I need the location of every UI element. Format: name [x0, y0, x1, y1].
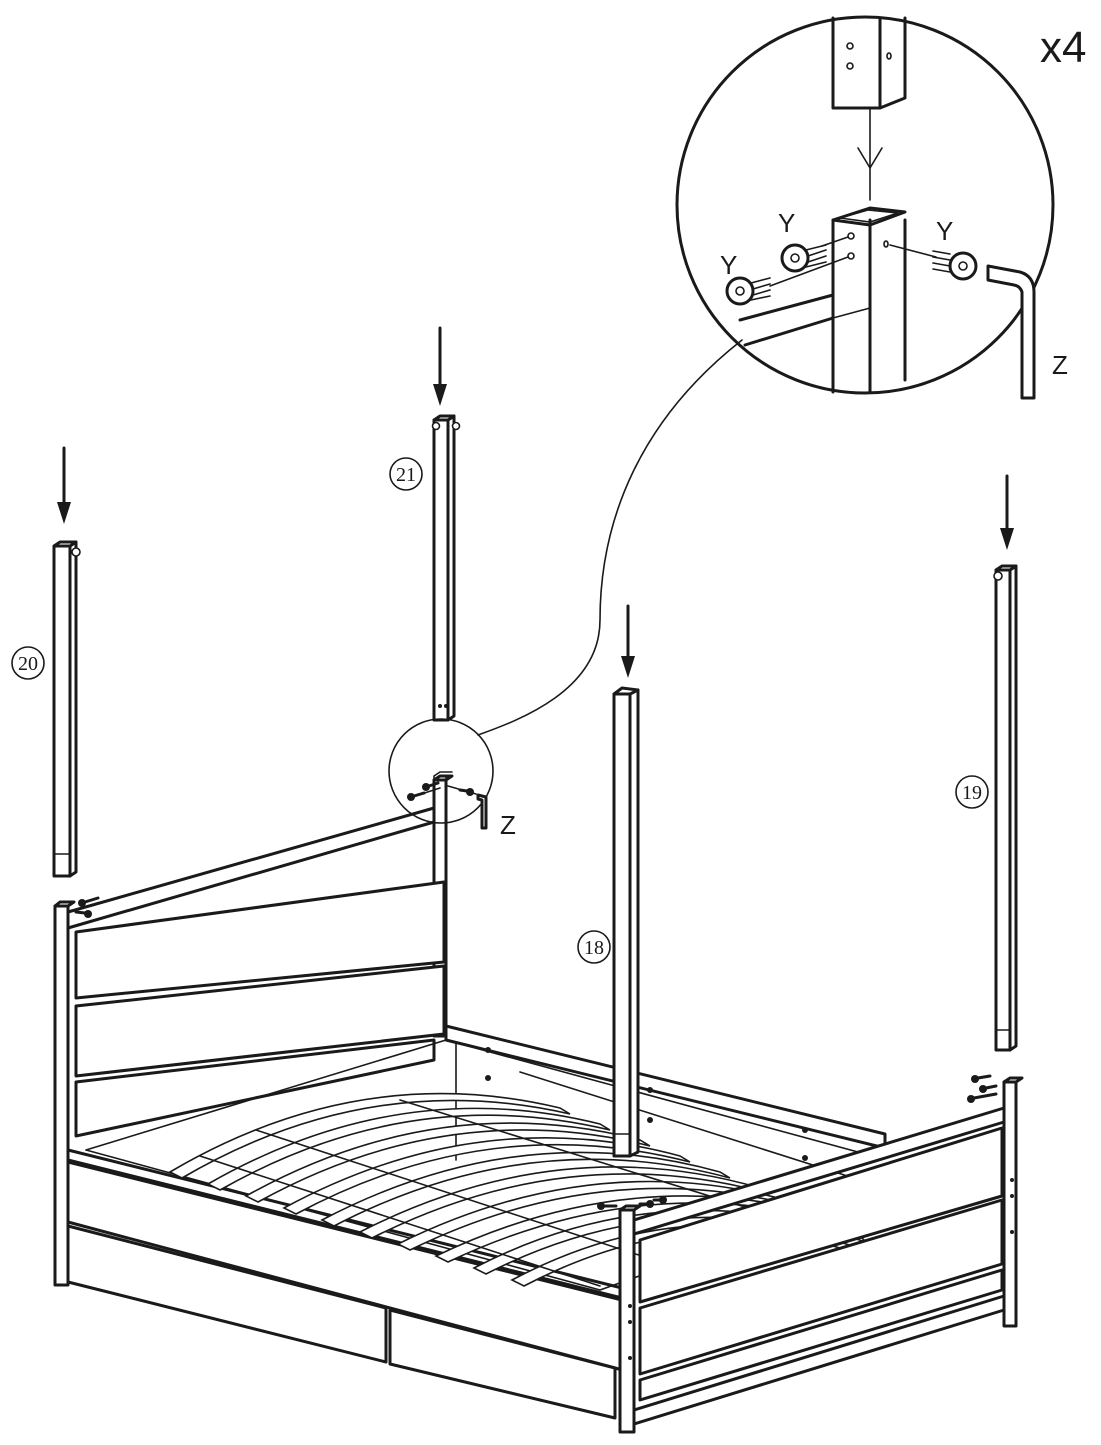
allen-key-icon — [986, 264, 1036, 400]
screw-icon — [971, 1074, 992, 1083]
post-21 — [431, 414, 461, 722]
part-label-19: 19 — [955, 775, 989, 809]
screw-icon — [458, 788, 474, 796]
quantity-label: x4 — [1040, 23, 1086, 72]
screw-icon — [407, 791, 426, 801]
allen-key-icon — [476, 793, 488, 830]
screw-icon — [597, 1202, 618, 1210]
part-label-18: 18 — [577, 930, 611, 964]
svg-text:19: 19 — [962, 782, 982, 804]
screw-icon — [422, 781, 440, 791]
part-label-21: 21 — [389, 457, 423, 491]
screw-icon — [967, 1092, 998, 1103]
screw-icon — [780, 243, 827, 273]
allen-key-label: Z — [1052, 350, 1068, 380]
screw-icon — [979, 1084, 998, 1093]
detail-magnifier-icon — [477, 15, 1055, 736]
screw-icon — [932, 250, 978, 281]
screw-icon — [725, 276, 771, 306]
bed-frame — [53, 774, 887, 1420]
svg-text:20: 20 — [18, 653, 38, 675]
screw-label: Y — [720, 250, 737, 280]
down-arrow-icon — [621, 604, 635, 678]
screw-icon — [74, 910, 92, 918]
screw-icon — [652, 1196, 667, 1204]
down-arrow-icon — [1000, 474, 1014, 550]
screw-icon — [78, 896, 100, 907]
down-arrow-icon — [57, 446, 71, 524]
post-19 — [993, 564, 1018, 1052]
down-arrow-icon — [433, 326, 447, 406]
allen-key-label: Z — [500, 810, 516, 840]
screw-label: Y — [936, 216, 953, 246]
svg-text:21: 21 — [396, 464, 416, 486]
svg-text:18: 18 — [584, 937, 604, 959]
post-18 — [612, 686, 640, 1158]
screw-label: Y — [778, 208, 795, 238]
footboard — [618, 1076, 1024, 1434]
screw-icon — [638, 1200, 654, 1208]
part-label-20: 20 — [11, 646, 45, 680]
post-20 — [52, 540, 81, 878]
